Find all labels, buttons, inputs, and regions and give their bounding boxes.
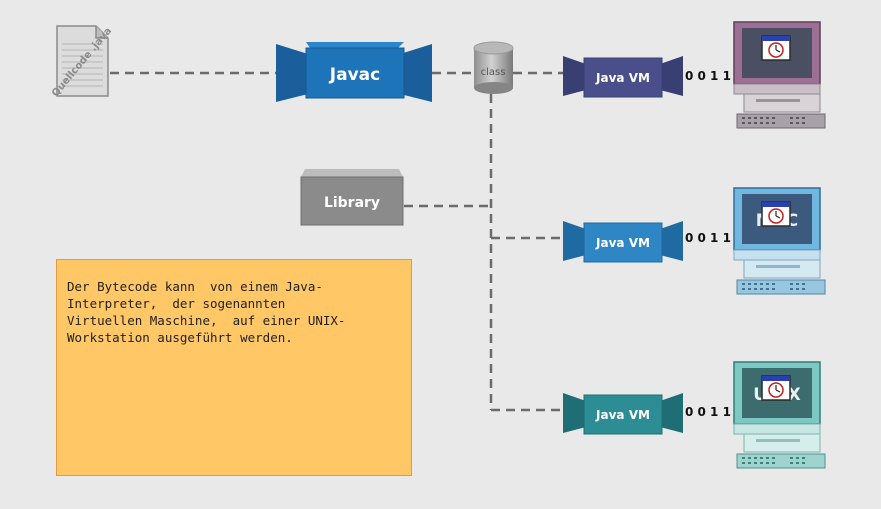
- java-vm-box: Java VM: [563, 56, 683, 98]
- clock-icon: [761, 35, 791, 61]
- javac-label: Javac: [329, 65, 380, 85]
- computer-icon: [733, 21, 826, 129]
- java-vm-label: Java VM: [595, 408, 650, 422]
- source-file-icon: Quellcode .java: [50, 25, 114, 99]
- java-vm-label: Java VM: [595, 71, 650, 85]
- info-text: Der Bytecode kann von einem Java- Interp…: [67, 279, 346, 345]
- library-label: Library: [324, 195, 380, 211]
- info-box: Der Bytecode kann von einem Java- Interp…: [56, 259, 412, 476]
- class-label: class: [481, 67, 506, 78]
- clock-icon: [761, 375, 791, 401]
- java-vm-box: Java VM: [563, 393, 683, 435]
- javac-compiler-box: Javac: [276, 42, 432, 102]
- connector-lines: [110, 71, 563, 412]
- java-vm-label: Java VM: [595, 236, 650, 250]
- clock-icon: [761, 201, 791, 227]
- computer-icon: MAC: [733, 187, 826, 295]
- computer-icon: UNIX: [733, 361, 826, 469]
- library-box: Library: [300, 169, 404, 226]
- class-file-cylinder: class: [473, 41, 514, 94]
- java-vm-box: Java VM: [563, 221, 683, 263]
